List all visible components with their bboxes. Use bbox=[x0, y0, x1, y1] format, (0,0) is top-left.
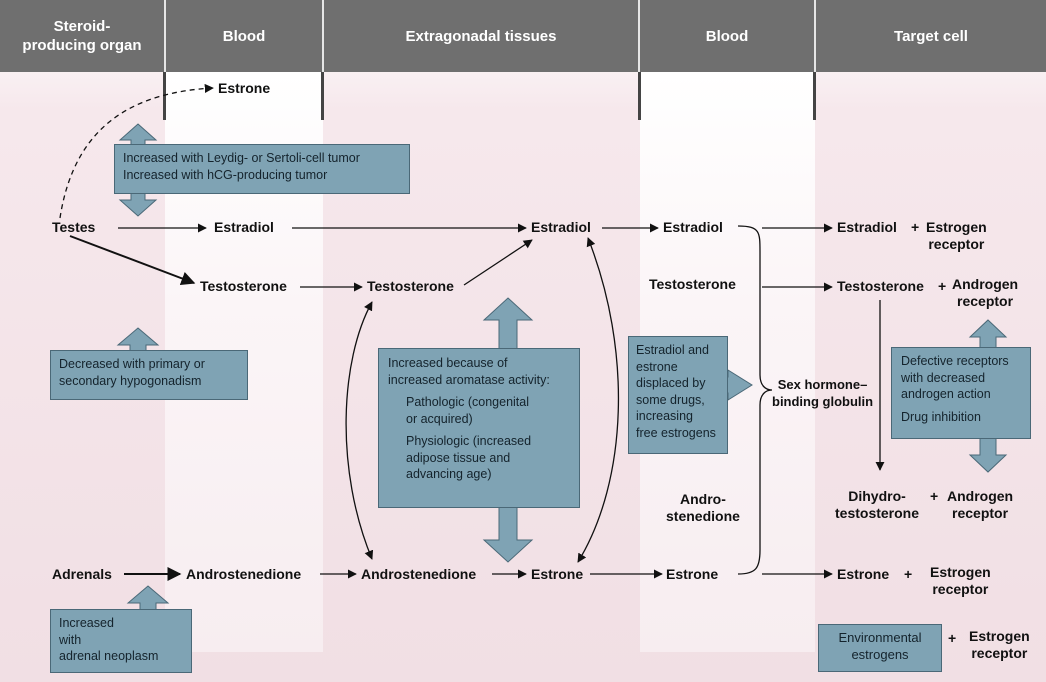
header-divider bbox=[814, 0, 816, 72]
plus-sign: + bbox=[948, 630, 957, 646]
node-estrone-tissue: Estrone bbox=[531, 566, 584, 582]
arrow-testes-testosterone bbox=[69, 235, 196, 286]
node-estradiol-tissue: Estradiol bbox=[531, 219, 591, 235]
column-shadow-2 bbox=[321, 72, 324, 120]
estrogen-receptor-3: Estrogen receptor bbox=[969, 628, 1030, 661]
arrow-estradiol-estrone bbox=[577, 237, 620, 563]
estrogen-receptor-1: Estrogen receptor bbox=[926, 219, 987, 252]
androgen-receptor-2: Androgen receptor bbox=[947, 488, 1014, 521]
node-dihydrotestosterone: Dihydro- testosterone bbox=[835, 488, 920, 521]
header-target-cell: Target cell bbox=[816, 0, 1046, 72]
header-blood-1: Blood bbox=[166, 0, 322, 72]
node-estrone-top: Estrone bbox=[218, 80, 271, 96]
plus-sign: + bbox=[904, 566, 913, 582]
header-extragonadal-tissues: Extragonadal tissues bbox=[324, 0, 638, 72]
dashed-arrow-testes-estrone bbox=[59, 83, 214, 219]
node-testosterone-blood2: Testosterone bbox=[649, 276, 736, 292]
column-shadow-3 bbox=[638, 72, 641, 120]
node-sex-hormone-binding-globulin: Sex hormone– binding globulin bbox=[772, 377, 874, 409]
arrow-testosterone-estradiol bbox=[463, 239, 533, 286]
plus-sign: + bbox=[911, 219, 920, 235]
column-shadow-1 bbox=[163, 72, 166, 120]
node-testosterone-target: Testosterone bbox=[837, 278, 924, 294]
node-testosterone-blood: Testosterone bbox=[200, 278, 287, 294]
header-blood-2: Blood bbox=[640, 0, 814, 72]
node-testosterone-tissue: Testosterone bbox=[367, 278, 454, 294]
arrow-androstenedione-testosterone bbox=[345, 301, 374, 560]
estrogen-receptor-2: Estrogen receptor bbox=[930, 564, 991, 597]
node-estrone-blood2: Estrone bbox=[666, 566, 719, 582]
box-leydig-sertoli-tumor: Increased with Leydig- or Sertoli-cell t… bbox=[114, 144, 410, 194]
right-arrow-displaced bbox=[723, 369, 753, 401]
node-androstenedione-blood: Androstenedione bbox=[186, 566, 302, 582]
plus-sign: + bbox=[938, 278, 947, 294]
node-androstenedione-tissue: Androstenedione bbox=[361, 566, 477, 582]
header-divider bbox=[322, 0, 324, 72]
header-divider bbox=[164, 0, 166, 72]
column-shadow-4 bbox=[813, 72, 816, 120]
up-arrow-hypogonadism bbox=[116, 327, 160, 353]
node-androstenedione-blood2: Andro- stenedione bbox=[666, 491, 740, 524]
node-adrenals: Adrenals bbox=[52, 566, 112, 582]
header-divider bbox=[638, 0, 640, 72]
node-estradiol-blood: Estradiol bbox=[214, 219, 274, 235]
shbg-brace bbox=[737, 225, 773, 575]
up-arrow-adrenal bbox=[126, 585, 170, 611]
node-estradiol-target: Estradiol bbox=[837, 219, 897, 235]
plus-sign: + bbox=[930, 488, 939, 504]
node-estradiol-blood2: Estradiol bbox=[663, 219, 723, 235]
header-steroid-producing-organ: Steroid- producing organ bbox=[0, 0, 164, 72]
node-testes: Testes bbox=[52, 219, 96, 235]
androgen-receptor-1: Androgen receptor bbox=[952, 276, 1019, 309]
node-estrone-target: Estrone bbox=[837, 566, 890, 582]
